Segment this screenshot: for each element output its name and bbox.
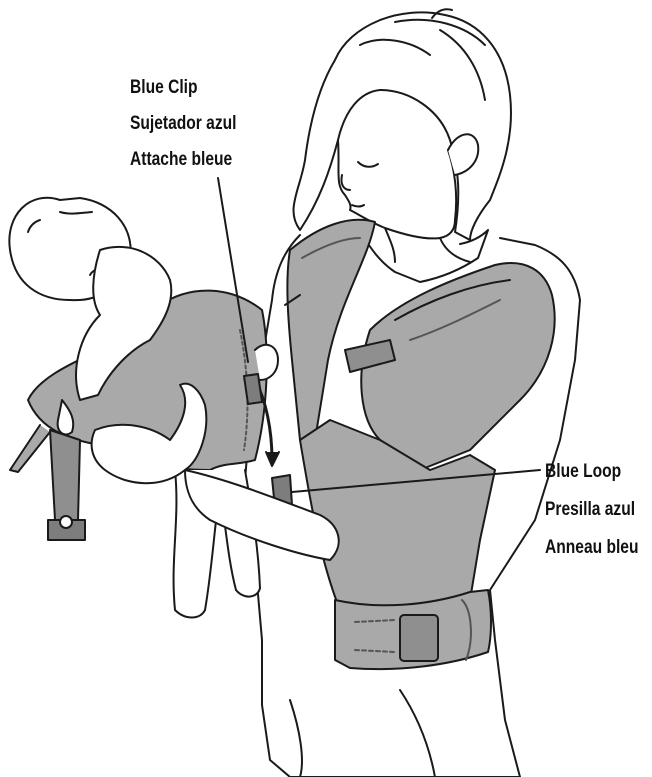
- dangling-strap: [50, 430, 80, 520]
- carrier-right-strap: [361, 263, 554, 470]
- blue-loop-label-en: Blue Loop: [545, 462, 621, 481]
- blue-clip-label-fr: Attache bleue: [130, 150, 232, 169]
- blue-clip-shape: [244, 374, 262, 404]
- blue-clip-label-es: Sujetador azul: [130, 114, 236, 133]
- belt-buckle: [400, 615, 438, 661]
- carrier-left-strap: [287, 220, 375, 440]
- blue-loop-label-fr: Anneau bleu: [545, 538, 638, 557]
- blue-clip-label-en: Blue Clip: [130, 78, 198, 97]
- blue-loop-label-es: Presilla azul: [545, 500, 635, 519]
